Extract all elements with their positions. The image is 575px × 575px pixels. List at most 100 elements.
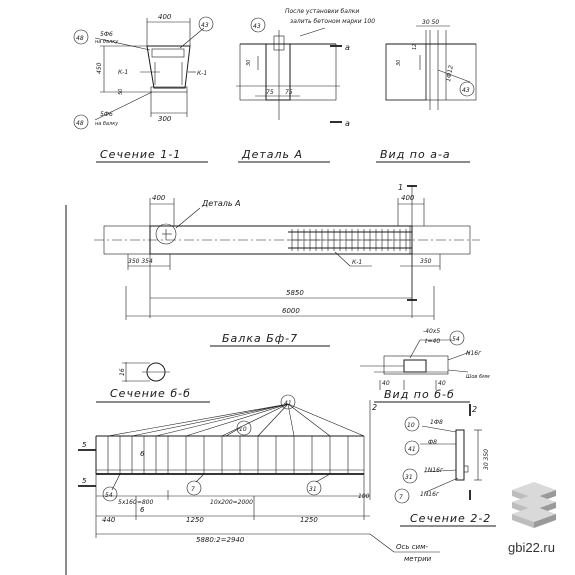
axis-5-label-bottom: 5 [82, 477, 87, 485]
axis-6-label-bottom: 6 [140, 506, 145, 514]
dim-5880: 5880:2=2940 [196, 536, 245, 544]
mark-circle-54-a [449, 330, 465, 346]
label-n16-1: 1N16г [424, 467, 444, 474]
dim-40-right: 40 [438, 380, 446, 387]
dim-30-350: 30 350 [483, 449, 490, 470]
label-mark-7-a: 7 [191, 486, 195, 493]
dim-400-beam-left: 400 [152, 194, 166, 202]
dim-12: 12 [412, 44, 418, 50]
label-symmetry-axis-1: Ось сим- [396, 543, 428, 551]
watermark-text: gbi22.ru [508, 540, 555, 555]
dim-100: 100 [358, 493, 370, 500]
label-k1-beam: К-1 [352, 259, 362, 266]
dim-75-left: 75 [266, 89, 274, 96]
label-mark-41-b: 41 [408, 446, 416, 453]
mark-circle-43-a [198, 16, 214, 32]
mark-circle-31-a [306, 480, 322, 496]
label-n16-2: 1N16г [420, 491, 440, 498]
beam-elevation-drawing [94, 185, 480, 320]
dim-75-right: 75 [285, 89, 293, 96]
dim-50: 50 [118, 89, 124, 95]
axis-1-label: 1 [398, 183, 403, 192]
label-mark-54-b: 54 [105, 492, 113, 499]
mark-circle-48-a [73, 29, 89, 45]
label-mark-54-a: 54 [452, 336, 460, 343]
dim-400-section: 400 [158, 13, 172, 21]
dim-450: 450 [96, 62, 103, 74]
mark-circle-54-b [102, 486, 118, 502]
mark-circle-43-b [250, 17, 266, 33]
mark-circle-41-a [280, 394, 296, 410]
axis-a-top: а [345, 43, 350, 52]
label-mark-31-b: 31 [405, 474, 413, 481]
dim-350-354: 350 354 [128, 258, 153, 265]
title-detail-a: Деталь А [241, 148, 303, 161]
mark-circle-48-b [73, 114, 89, 130]
title-beam: Балка Бф-7 [222, 332, 298, 345]
dim-16: 16 [119, 368, 126, 376]
mark-circle-10-b [404, 416, 420, 432]
label-rebar-top-note: на балку [95, 39, 119, 45]
dim-30-detail: 30 [246, 60, 252, 66]
section-2-2-drawing [420, 404, 482, 500]
label-phi8-2: Ф8 [428, 439, 437, 446]
view-b-b-drawing [360, 339, 471, 390]
label-n16: N16г [466, 350, 482, 357]
note-after-install-2: залить бетоном марки 100 [290, 18, 375, 25]
label-phi8-1: 1Ф8 [430, 419, 443, 426]
mark-circle-43-c [459, 81, 475, 97]
label-mark-10-b: 10 [407, 422, 415, 429]
label-weld: Шов 6мм [466, 374, 490, 380]
title-view-a-a: Вид по а-а [380, 148, 451, 161]
watermark-logo [512, 482, 556, 528]
leader-detail-a: Деталь А [201, 199, 241, 208]
dim-5850: 5850 [286, 289, 304, 297]
dim-300-section: 300 [158, 115, 172, 123]
dim-350-right: 350 [420, 258, 432, 265]
label-rebar-top: 5Ф6 [100, 31, 113, 38]
section-b-b-drawing [122, 362, 170, 382]
dim-1250-a: 1250 [186, 516, 204, 524]
axis-2-label-top: 2 [372, 403, 377, 412]
label-mark-43-b: 43 [253, 23, 261, 30]
label-mark-31-a: 31 [309, 486, 317, 493]
label-mark-7-b: 7 [399, 494, 403, 501]
label-rebar-bottom-note: на балку [95, 121, 119, 127]
label-phi12: 1Ф12 [445, 65, 455, 83]
title-section-b-b: Сечение б-б [110, 387, 191, 400]
mark-circle-41-b [404, 440, 420, 456]
axis-5-label-top: 5 [82, 441, 87, 449]
mark-circle-7-a [186, 480, 202, 496]
label-mark-48-b: 48 [76, 120, 84, 127]
section-1-1-drawing [94, 18, 205, 121]
label-plate: -40х5 [423, 328, 440, 335]
dim-30-view: 30 [396, 60, 402, 66]
dim-30-50: 30 50 [422, 19, 439, 26]
mark-circle-10 [236, 420, 252, 436]
label-symmetry-axis-2: метрии [404, 555, 432, 563]
label-k1-right: К-1 [197, 70, 207, 77]
mark-circle-7-b [394, 488, 410, 504]
label-mark-43-a: 43 [201, 22, 209, 29]
label-mark-43-c: 43 [462, 87, 470, 94]
axis-2-label-right: 2 [472, 405, 477, 414]
label-rebar-bottom: 5Ф6 [100, 111, 113, 118]
detail-a-drawing [236, 27, 342, 123]
view-a-a-drawing [385, 25, 477, 110]
label-mark-41-a: 41 [284, 400, 292, 407]
axis-6-label-top: 6 [140, 450, 145, 458]
dim-440: 440 [102, 516, 116, 524]
dim-400-beam-right: 400 [401, 194, 415, 202]
dim-spacing-mid: 10х200=2000 [210, 499, 253, 506]
dim-6000: 6000 [282, 307, 300, 315]
note-after-install-1: После установки балки [285, 8, 359, 15]
mark-circle-31-b [402, 468, 418, 484]
title-view-b-b: Вид по б-б [384, 388, 455, 401]
dim-1250-b: 1250 [300, 516, 318, 524]
dim-spacing-left: 5х160=800 [118, 499, 153, 506]
label-mark-10: 10 [239, 426, 247, 433]
rebar-cage-drawing [78, 400, 440, 553]
dim-40-left: 40 [382, 380, 390, 387]
title-section-1-1: Сечение 1-1 [100, 148, 181, 161]
